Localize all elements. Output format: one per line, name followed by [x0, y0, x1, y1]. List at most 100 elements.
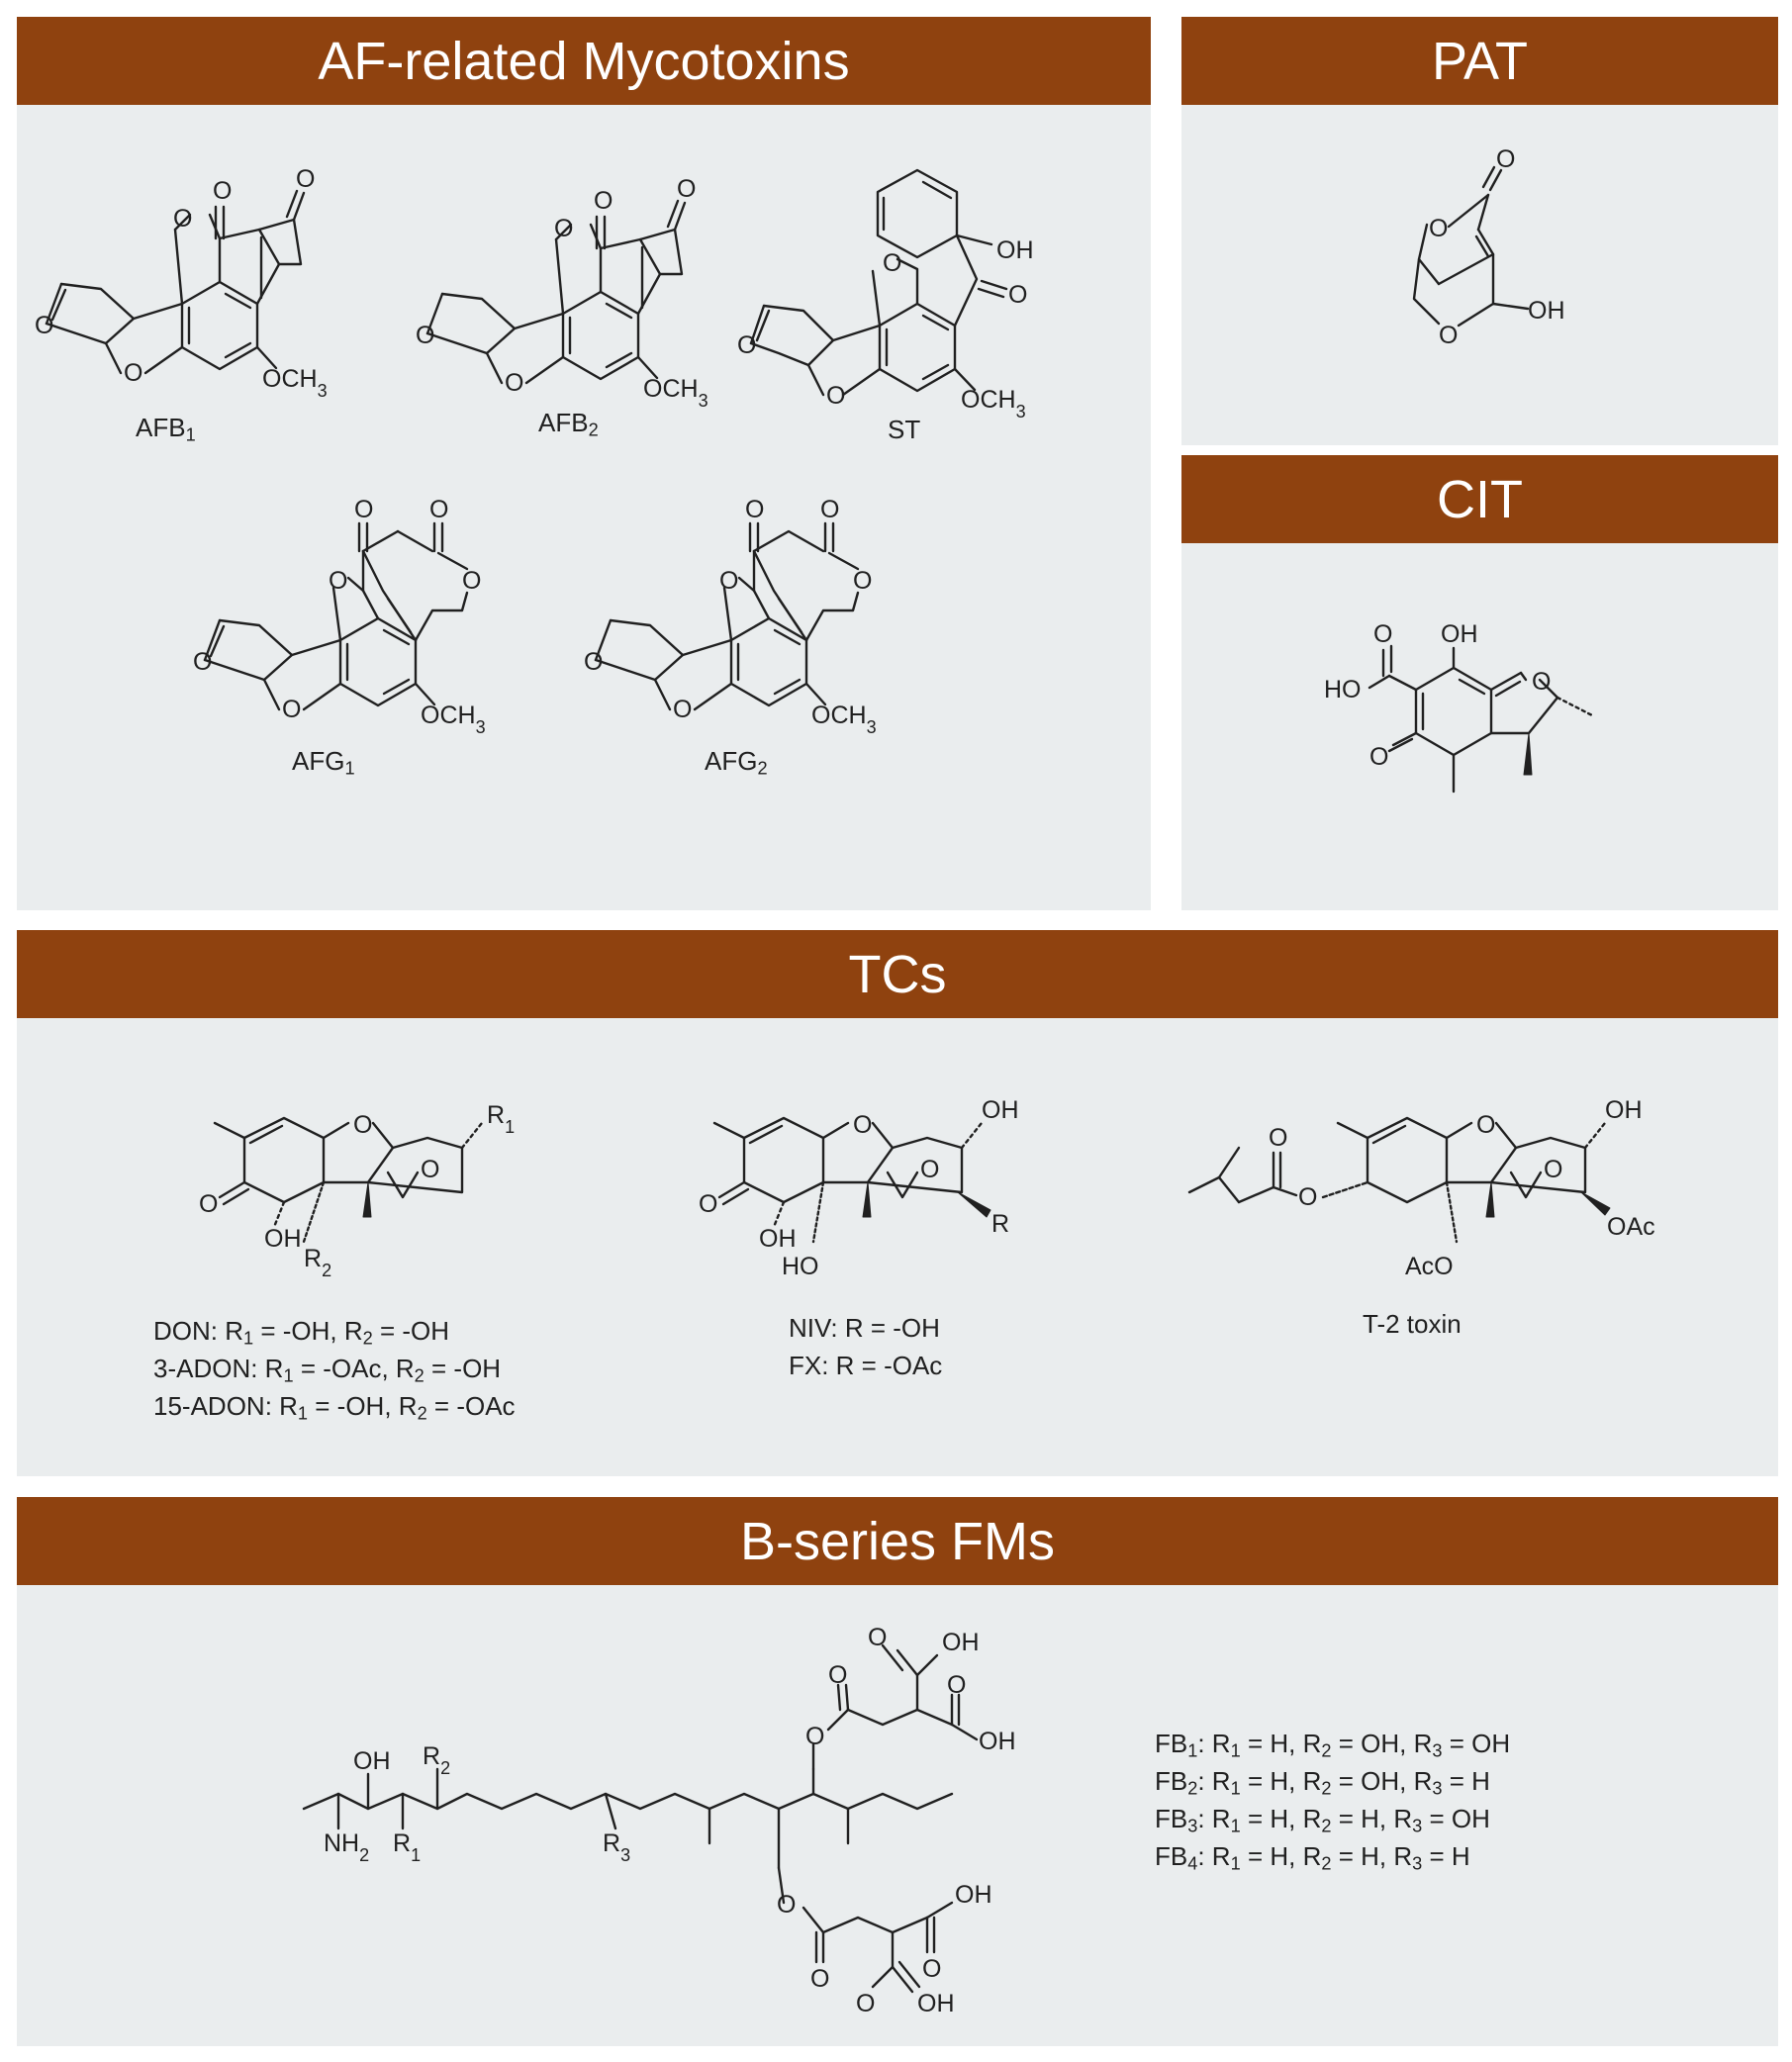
fm-r3: R3 [603, 1829, 630, 1865]
don-legend-line-3: 15-ADON: R1 = -OH, R2 = -OAc [153, 1391, 516, 1424]
label-afg1-text: AFG1 [292, 746, 355, 779]
panel-fms: B-series FMs OH R2 [17, 1497, 1778, 2046]
fm-oxo-3: O [947, 1671, 966, 1699]
label-afb1: AFB1 [136, 413, 196, 444]
structure-citrinin: O OH HO O O [1324, 620, 1594, 794]
don-r1: R1 [487, 1101, 515, 1137]
niv-hydroxyl-3: OH [982, 1096, 1019, 1124]
panel-tcs: TCs O O O OH R1 R2 DON: R1 = -OH, R2 = -… [17, 930, 1778, 1476]
afb1-lactone-o: O [173, 205, 192, 233]
st-xanthone-o: O [883, 249, 901, 277]
fm-acid-oh-3: OH [917, 1990, 955, 2017]
afg2-ring-o: O [853, 567, 872, 595]
afg1-atom-labels: O O O O O O OCH3 [193, 496, 486, 737]
t2-ester-oxo: O [1269, 1124, 1287, 1152]
pat-lactone-o: O [1429, 215, 1448, 242]
st-atom-labels: O OH O O O OCH3 [737, 236, 1034, 422]
afg1-ether-o: O [282, 696, 301, 723]
afg1-oxo-2: O [429, 496, 448, 523]
don-r2: R2 [304, 1245, 331, 1280]
header-af-mycotoxins: AF-related Mycotoxins [17, 17, 1151, 105]
don-epoxide-o: O [421, 1156, 439, 1183]
don-ring-o: O [353, 1111, 372, 1139]
st-furan-o: O [737, 331, 756, 359]
structure-t2-toxin: O O O O OH OAc AcO [1187, 1096, 1655, 1280]
afb1-furan-o: O [35, 312, 53, 339]
fm-oxo-6: O [922, 1955, 941, 1983]
afb2-lactone-o: O [554, 215, 573, 242]
cit-hydroxyl: OH [1441, 620, 1478, 648]
label-st: ST [888, 415, 920, 445]
fm-legend-line-3: FB3: R1 = H, R2 = H, R3 = OH [1155, 1804, 1490, 1836]
t2-legend-text: T-2 toxin [1363, 1309, 1462, 1339]
afb2-oxo-top: O [594, 187, 613, 215]
label-afg2-text: AFG2 [705, 746, 768, 779]
afg1-methoxy: OCH3 [421, 702, 486, 737]
fm-oxo-4: O [810, 1965, 829, 1993]
don-atom-labels: O O O OH R1 R2 [199, 1101, 515, 1280]
fm-acid-oh-2: OH [979, 1728, 1016, 1755]
niv-hydroxyl-1: OH [759, 1225, 797, 1253]
structure-fumonisin: OH R2 NH2 R1 R3 O O O OH O OH O O O OH O… [302, 1624, 1016, 2017]
label-st-text: ST [888, 415, 921, 444]
don-legend: DON: R1 = -OH, R2 = -OH 3-ADON: R1 = -OA… [153, 1312, 516, 1425]
header-pat: PAT [1181, 17, 1778, 105]
label-afb2: AFB2 [538, 408, 599, 439]
fm-ester-o-1: O [805, 1723, 824, 1750]
pat-pyran-o: O [1439, 322, 1458, 349]
afg2-oxo-2: O [820, 496, 839, 523]
st-oxo: O [1008, 281, 1027, 309]
afb1-oxo-top: O [213, 177, 232, 205]
structure-niv: O O O OH HO OH R [699, 1096, 1019, 1280]
t2-epoxide-o: O [1544, 1156, 1562, 1183]
don-hydroxyl: OH [264, 1225, 302, 1253]
panel-cit: CIT O OH HO O O [1181, 455, 1778, 910]
cit-acid-oxo: O [1373, 620, 1392, 648]
cit-acid-hydroxyl: HO [1324, 676, 1362, 703]
t2-ring-o: O [1476, 1111, 1495, 1139]
fm-acid-oh-4: OH [955, 1881, 992, 1909]
niv-r: R [991, 1210, 1009, 1238]
header-cit: CIT [1181, 455, 1778, 543]
pat-atom-labels: O O O OH [1429, 145, 1565, 349]
panel-pat: PAT O O O OH [1181, 17, 1778, 445]
afb1-oxo-ketone: O [296, 165, 315, 193]
afb1-methoxy: OCH3 [262, 365, 328, 401]
niv-legend: NIV: R = -OH FX: R = -OAc [789, 1309, 942, 1384]
afg2-oxo-1: O [745, 496, 764, 523]
fm-ester-o-2: O [777, 1891, 796, 1919]
afg2-atom-labels: O O O O O O OCH3 [584, 496, 877, 737]
afg2-lactone-o: O [719, 567, 738, 595]
afg1-ring-o: O [462, 567, 481, 595]
t2-legend: T-2 toxin [1363, 1309, 1462, 1340]
afb2-methoxy: OCH3 [643, 375, 708, 411]
structure-afg1: O O O O O O OCH3 [193, 496, 486, 737]
cit-ring-o: O [1532, 668, 1551, 696]
afb1-atom-labels: O O O O O OCH3 [35, 165, 328, 401]
afb1-ether-o: O [124, 359, 142, 387]
st-ether-o: O [826, 382, 845, 410]
pat-oxo: O [1496, 145, 1515, 173]
afb2-furan-o: O [416, 322, 434, 349]
fm-legend: FB1: R1 = H, R2 = OH, R3 = OH FB2: R1 = … [1155, 1725, 1510, 1875]
niv-keto: O [699, 1190, 717, 1218]
don-legend-line-1: DON: R1 = -OH, R2 = -OH [153, 1316, 450, 1349]
cit-keto: O [1369, 743, 1388, 771]
fm-r2: R2 [423, 1742, 450, 1778]
structure-afb2: O O O O O OCH3 [416, 175, 708, 411]
afg1-oxo-1: O [354, 496, 373, 523]
st-methoxy: OCH3 [961, 386, 1026, 422]
structure-st: O OH O O O OCH3 [737, 168, 1034, 422]
fm-amine: NH2 [324, 1829, 369, 1865]
niv-hydroxyl-2: HO [782, 1253, 819, 1280]
niv-epoxide-o: O [920, 1156, 939, 1183]
header-tcs: TCs [17, 930, 1778, 1018]
afb2-ether-o: O [505, 369, 523, 397]
afg1-lactone-o: O [329, 567, 347, 595]
afb2-atom-labels: O O O O O OCH3 [416, 175, 708, 411]
afb2-oxo-ketone: O [677, 175, 696, 203]
fm-oxo-5: O [856, 1990, 875, 2017]
pat-hydroxyl: OH [1528, 297, 1565, 325]
fm-oxo-1: O [828, 1661, 847, 1689]
panel-af-mycotoxins: AF-related Mycotoxins O O O O O OCH3 [17, 17, 1151, 910]
